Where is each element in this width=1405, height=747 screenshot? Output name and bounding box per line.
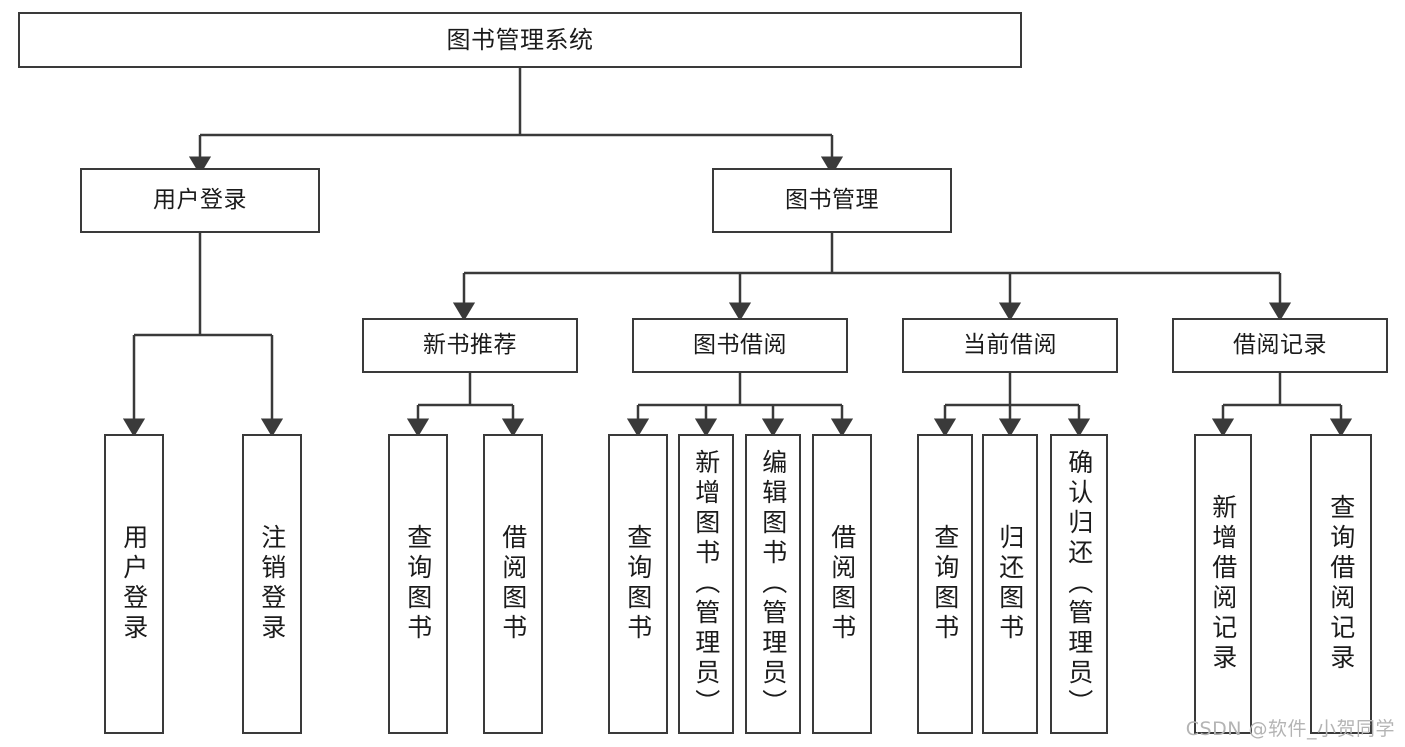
leaf-record-query[interactable]: 查询借阅记录 <box>1310 434 1372 734</box>
csdn-watermark: CSDN @软件_小贺同学 <box>1185 718 1395 740</box>
node-label: 借阅图书 <box>498 524 528 644</box>
node-label: 查询借阅记录 <box>1326 494 1356 674</box>
node-label: 新增借阅记录 <box>1208 494 1238 674</box>
node-book-borrow[interactable]: 图书借阅 <box>632 318 848 373</box>
leaf-current-return-book[interactable]: 归还图书 <box>982 434 1038 734</box>
leaf-borrow-query-book[interactable]: 查询图书 <box>608 434 668 734</box>
node-label: 新书推荐 <box>423 331 517 358</box>
leaf-recommend-query-book[interactable]: 查询图书 <box>388 434 448 734</box>
leaf-borrow-borrow-book[interactable]: 借阅图书 <box>812 434 872 734</box>
node-book-management[interactable]: 图书管理 <box>712 168 952 233</box>
node-label: 确认归还（管理员） <box>1064 449 1094 719</box>
node-new-book-recommend[interactable]: 新书推荐 <box>362 318 578 373</box>
leaf-recommend-borrow-book[interactable]: 借阅图书 <box>483 434 543 734</box>
node-label: 注销登录 <box>257 524 287 644</box>
node-label: 用户登录 <box>153 186 247 213</box>
leaf-record-add[interactable]: 新增借阅记录 <box>1194 434 1252 734</box>
node-label: 借阅图书 <box>827 524 857 644</box>
node-label: 用户登录 <box>119 524 149 644</box>
node-label: 查询图书 <box>930 524 960 644</box>
node-label: 当前借阅 <box>963 331 1057 358</box>
node-borrow-record[interactable]: 借阅记录 <box>1172 318 1388 373</box>
node-label: 编辑图书（管理员） <box>758 449 788 719</box>
leaf-logout[interactable]: 注销登录 <box>242 434 302 734</box>
node-label: 图书借阅 <box>693 331 787 358</box>
node-label: 查询图书 <box>623 524 653 644</box>
leaf-borrow-edit-book[interactable]: 编辑图书（管理员） <box>745 434 801 734</box>
node-label: 借阅记录 <box>1233 331 1327 358</box>
leaf-current-query-book[interactable]: 查询图书 <box>917 434 973 734</box>
leaf-current-confirm-return[interactable]: 确认归还（管理员） <box>1050 434 1108 734</box>
node-user-login[interactable]: 用户登录 <box>80 168 320 233</box>
node-label: 查询图书 <box>403 524 433 644</box>
node-label: 新增图书（管理员） <box>691 449 721 719</box>
leaf-borrow-add-book[interactable]: 新增图书（管理员） <box>678 434 734 734</box>
node-label: 归还图书 <box>995 524 1025 644</box>
node-root-system[interactable]: 图书管理系统 <box>18 12 1022 68</box>
node-label: 图书管理 <box>785 186 879 213</box>
node-label: 图书管理系统 <box>446 25 594 54</box>
leaf-user-login[interactable]: 用户登录 <box>104 434 164 734</box>
node-current-borrow[interactable]: 当前借阅 <box>902 318 1118 373</box>
